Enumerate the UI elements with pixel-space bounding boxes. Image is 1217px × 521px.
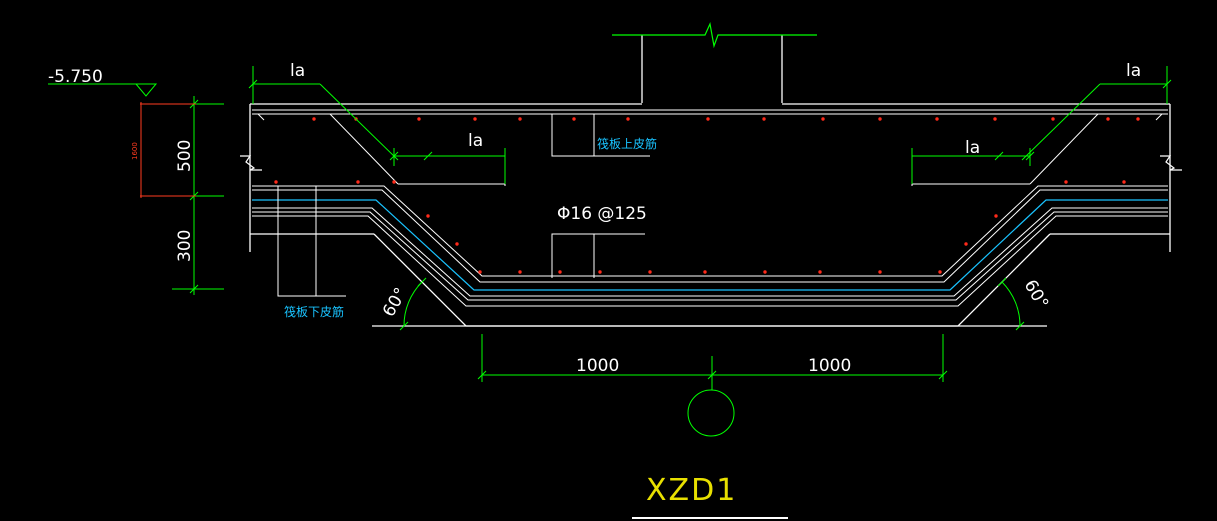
- side-break-marks: [240, 155, 1182, 171]
- raft-bottom-bar-label: 筏板下皮筋: [284, 304, 344, 319]
- red-dimension-label: 1600: [131, 142, 139, 160]
- la-label-inner-left: la: [468, 131, 483, 151]
- elevation-label: -5.750: [48, 67, 103, 87]
- rebar-dots: [274, 117, 1140, 274]
- angle-right-label: 60°: [1020, 277, 1052, 313]
- pit-rebar-white: [252, 185, 1168, 307]
- top-rebar: [252, 109, 1168, 186]
- drawing-title: XZD1: [646, 473, 737, 508]
- angle-arcs: [399, 277, 1025, 331]
- red-dimension: [140, 102, 196, 198]
- la-label-top-left: la: [290, 61, 305, 81]
- column-break-line: [612, 22, 817, 49]
- label-leaders: [277, 114, 650, 297]
- la-label-inner-right: la: [965, 138, 980, 158]
- raft-top-bar-label: 筏板上皮筋: [597, 136, 657, 151]
- pit-rebar-cyan: [252, 199, 1168, 291]
- dim-bottom-right: 1000: [808, 356, 851, 376]
- dim-left-lower: 300: [175, 230, 195, 262]
- column-stub: [641, 35, 783, 103]
- left-dimension: [48, 83, 224, 295]
- la-dimensions: [248, 66, 1172, 184]
- dim-left-upper: 500: [175, 140, 195, 172]
- la-label-top-right: la: [1126, 61, 1141, 81]
- angle-left-label: 60°: [379, 284, 411, 320]
- dim-bottom-left: 1000: [576, 356, 619, 376]
- rebar-spec-label: Φ16 @125: [557, 204, 647, 224]
- bottom-dimension: [477, 334, 948, 437]
